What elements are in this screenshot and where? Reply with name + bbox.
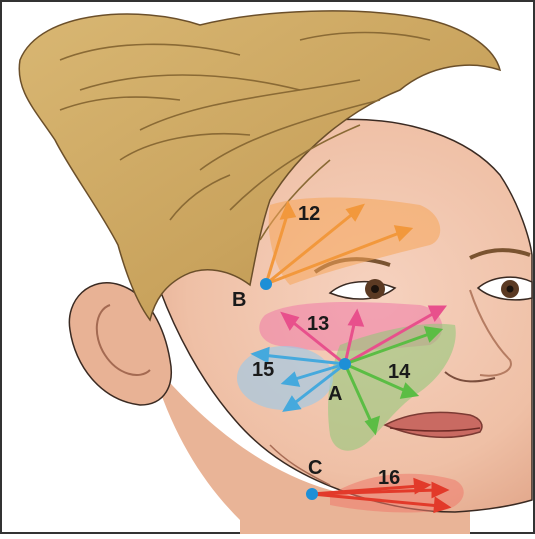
point-a-label: A [328, 383, 342, 405]
point-a-dot [339, 358, 351, 370]
zone-14-label: 14 [388, 361, 411, 383]
zone-13-label: 13 [307, 313, 329, 335]
point-b-dot [260, 278, 272, 290]
zone-15-label: 15 [252, 359, 274, 381]
point-c-label: C [308, 457, 322, 479]
point-c-dot [306, 488, 318, 500]
zone-16-label: 16 [378, 467, 400, 489]
point-b-label: B [232, 289, 246, 311]
zone-12-label: 12 [298, 203, 320, 225]
